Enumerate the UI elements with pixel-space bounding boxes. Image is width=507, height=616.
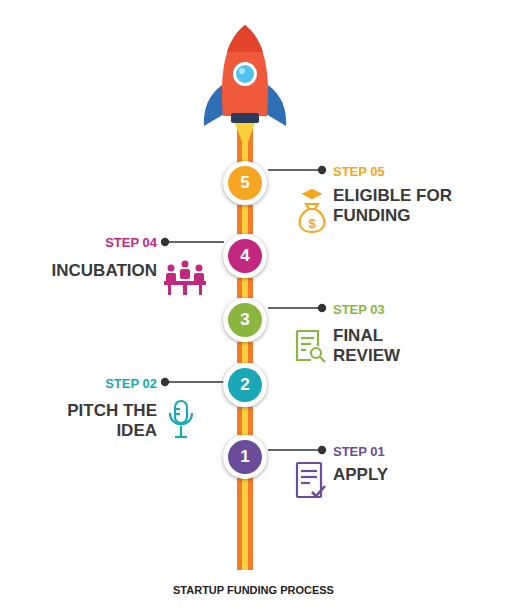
step-number: 3: [240, 310, 249, 330]
step-number: 4: [240, 246, 249, 266]
step-circle-fill: 5: [228, 166, 262, 200]
microphone-icon: [170, 401, 192, 437]
step-label: STEP 03: [333, 300, 385, 320]
step-title: APPLY: [333, 465, 388, 485]
review-icon: [297, 331, 325, 362]
leader-lines: [162, 167, 326, 454]
step-number: 1: [240, 447, 249, 467]
step-title: INCUBATION: [27, 261, 157, 281]
step-label: STEP 01: [333, 442, 385, 462]
rocket: [204, 25, 286, 150]
road-connector: [245, 342, 246, 363]
step-circle: 1: [223, 435, 267, 479]
road-connector: [245, 407, 246, 435]
step-title: PITCH THE IDEA: [57, 401, 157, 441]
step-circle: 3: [223, 298, 267, 342]
step-title: ELIGIBLE FOR FUNDING: [333, 186, 463, 226]
step-label: STEP 05: [333, 162, 385, 182]
step-number: 2: [240, 375, 249, 395]
step-circle-fill: 2: [228, 368, 262, 402]
application-icon: [297, 463, 325, 497]
step-title: FINAL REVIEW: [333, 326, 413, 366]
step-circle-fill: 1: [228, 440, 262, 474]
road-connector: [245, 278, 246, 298]
step-circle: 4: [223, 234, 267, 278]
svg-text:$: $: [308, 216, 316, 231]
road-connector: [245, 205, 246, 234]
step-number: 5: [240, 173, 249, 193]
step-circle-fill: 4: [228, 239, 262, 273]
meeting-icon: [164, 261, 206, 296]
step-circle-fill: 3: [228, 303, 262, 337]
step-circle: 5: [223, 161, 267, 205]
step-label: STEP 02: [105, 374, 157, 394]
money-bag-icon: $: [300, 190, 325, 232]
road-stripe: [242, 477, 248, 570]
caption: STARTUP FUNDING PROCESS: [0, 584, 507, 596]
step-circle: 2: [223, 363, 267, 407]
road: [237, 477, 253, 570]
step-label: STEP 04: [105, 233, 157, 253]
